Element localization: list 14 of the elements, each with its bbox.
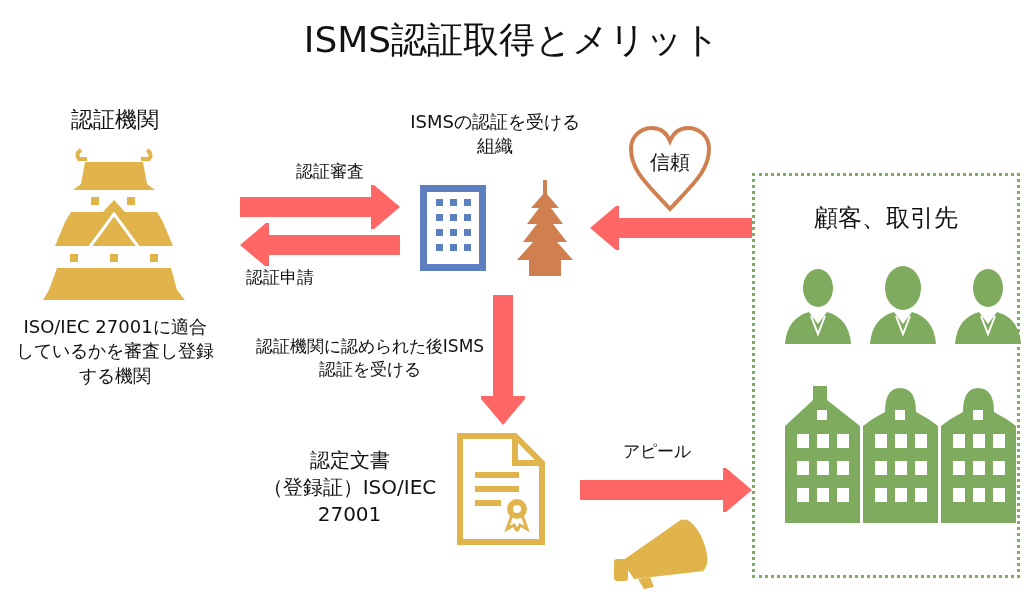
node-description: ISO/IEC 27001に適合しているかを審査し登録する機関 <box>15 315 215 388</box>
heart-text: 信頼 <box>649 149 691 176</box>
node-heading: ISMSの認証を受ける組織 <box>410 110 580 159</box>
block-arrow <box>240 185 400 229</box>
group-box <box>752 173 1020 578</box>
diagram-title: ISMS認証取得とメリット <box>302 18 722 62</box>
edge-label: 認証機関に認められた後ISMS認証を受ける <box>255 335 485 381</box>
node-heading: 認証機関 <box>70 106 160 134</box>
group-heading: 顧客、取引先 <box>813 203 959 234</box>
block-arrow <box>481 295 525 425</box>
block-arrow <box>240 223 400 267</box>
node-label: 認定文書（登録証）ISO/IEC 27001 <box>262 447 437 528</box>
block-arrow <box>590 206 752 250</box>
block-arrow <box>580 468 752 512</box>
